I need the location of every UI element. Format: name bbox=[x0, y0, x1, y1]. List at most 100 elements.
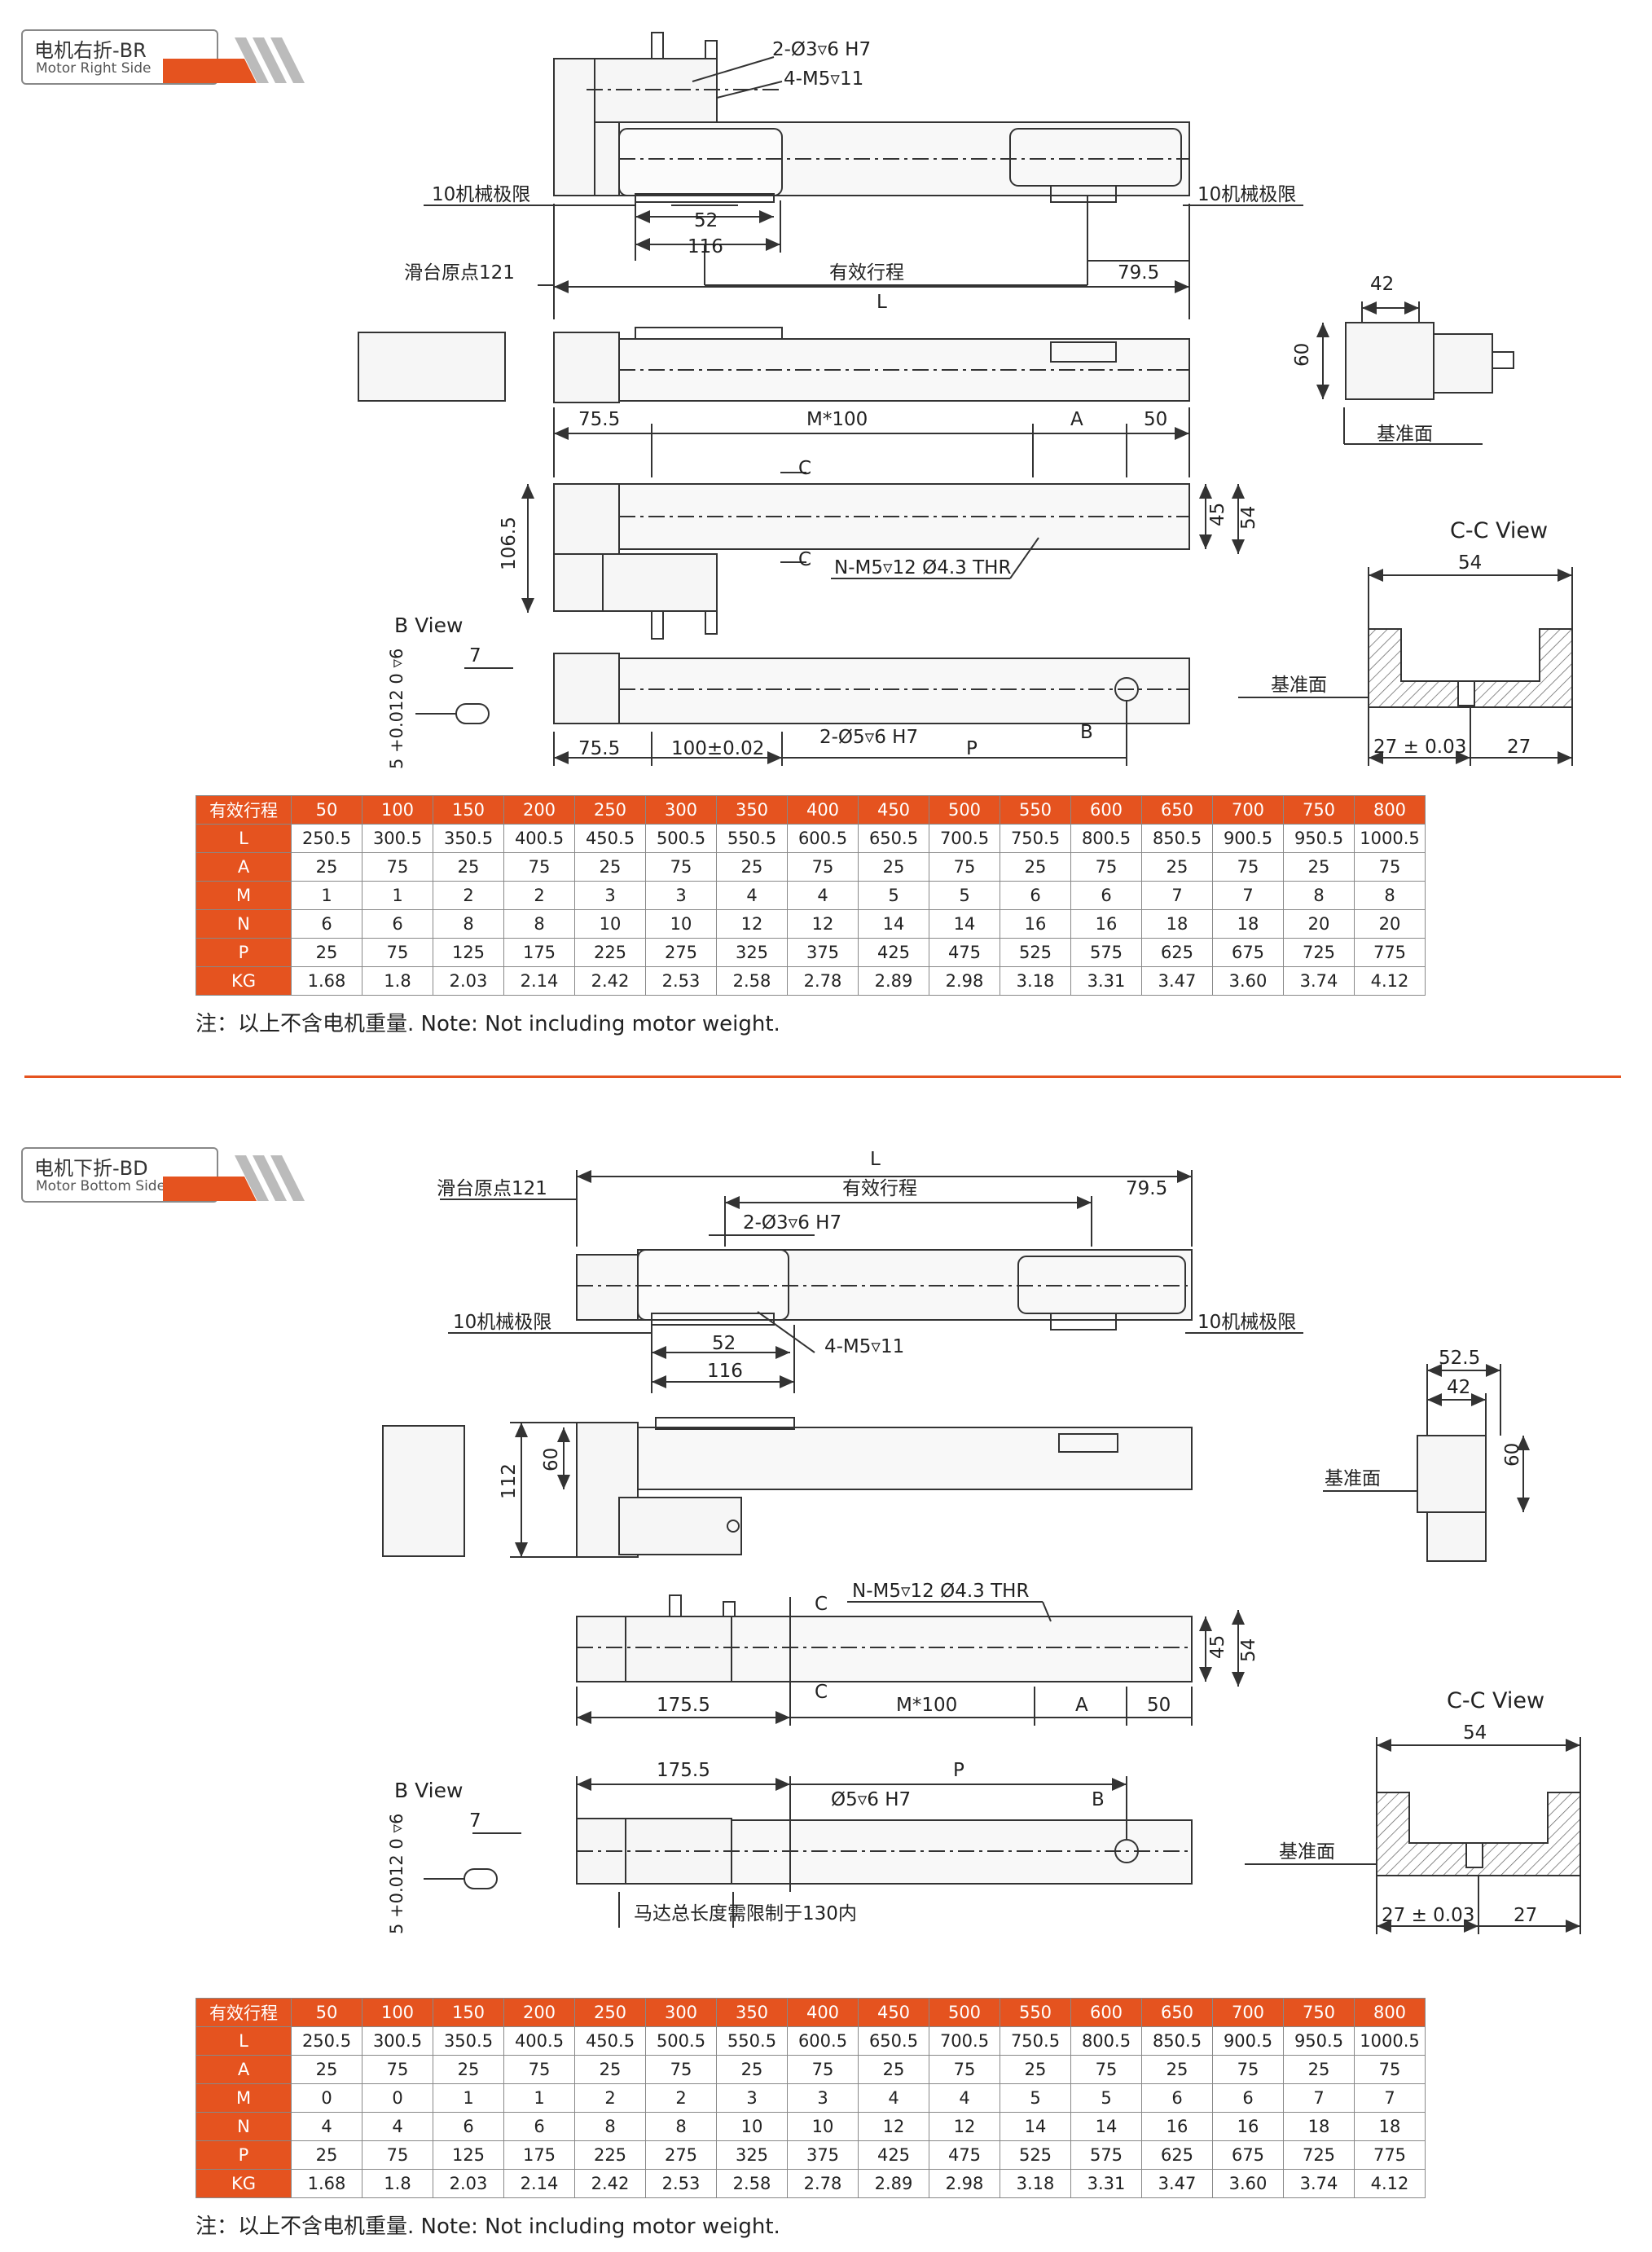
br-dim-limit-right: 10机械极限 bbox=[1197, 184, 1296, 205]
bd-dim-origin: 滑台原点121 bbox=[437, 1178, 547, 1199]
br-dim-limit-left: 10机械极限 bbox=[432, 184, 530, 205]
table-cell: 425 bbox=[858, 938, 929, 967]
table-cell: 25 bbox=[433, 2055, 504, 2084]
table-header-cell: 150 bbox=[433, 795, 504, 825]
table-header-cell: 100 bbox=[362, 1998, 433, 2027]
table-cell: 700.5 bbox=[929, 824, 1000, 853]
table-header-cell: 800 bbox=[1354, 795, 1426, 825]
table-row-label: L bbox=[196, 2026, 292, 2056]
table-cell: 275 bbox=[645, 938, 717, 967]
section-title-cn: 电机下折-BD bbox=[34, 1157, 148, 1180]
table-cell: 25 bbox=[858, 852, 929, 882]
table-cell: 125 bbox=[433, 2140, 504, 2170]
table-cell: 12 bbox=[716, 909, 788, 939]
table-cell: 75 bbox=[787, 852, 859, 882]
bd-dim-116: 116 bbox=[707, 1361, 743, 1382]
br-dim-45: 45 bbox=[1207, 503, 1228, 526]
table-cell: 75 bbox=[929, 852, 1000, 882]
table-cell: 14 bbox=[1000, 2112, 1071, 2141]
table-cell: 225 bbox=[574, 2140, 646, 2170]
bd-cc-view bbox=[1376, 1792, 1581, 1876]
table-cell: 3.60 bbox=[1212, 2169, 1284, 2198]
bd-dim-175-5: 175.5 bbox=[657, 1695, 710, 1716]
table-cell: 8 bbox=[645, 2112, 717, 2141]
table-cell: 2.14 bbox=[503, 2169, 575, 2198]
br-dim-42: 42 bbox=[1370, 274, 1394, 295]
br-dim-75-5b: 75.5 bbox=[578, 738, 620, 759]
table-cell: 550.5 bbox=[716, 824, 788, 853]
table-cell: 12 bbox=[858, 2112, 929, 2141]
br-dim-stroke: 有效行程 bbox=[829, 262, 904, 284]
table-cell: 1 bbox=[291, 881, 362, 910]
bd-dim-datum: 基准面 bbox=[1325, 1468, 1381, 1489]
table-cell: 75 bbox=[362, 2140, 433, 2170]
table-cell: 3.47 bbox=[1141, 2169, 1213, 2198]
table-cell: 0 bbox=[362, 2083, 433, 2113]
table-cell: 275 bbox=[645, 2140, 717, 2170]
table-cell: 475 bbox=[929, 938, 1000, 967]
table-cell: 75 bbox=[1070, 2055, 1142, 2084]
br-dim-hole-a: 2-Ø3▿6 H7 bbox=[772, 39, 871, 60]
table-cell: 1.68 bbox=[291, 966, 362, 996]
bd-dim-60r: 60 bbox=[1502, 1443, 1523, 1467]
br-dim-c-bot: C bbox=[798, 549, 811, 570]
table-cell: 2.58 bbox=[716, 2169, 788, 2198]
table-cell: 850.5 bbox=[1141, 2026, 1213, 2056]
bd-b-view-title: B View bbox=[394, 1779, 463, 1802]
table-cell: 3.31 bbox=[1070, 2169, 1142, 2198]
note-br: 注：以上不含电机重量. Note: Not including motor we… bbox=[196, 1012, 780, 1036]
bd-dim-7: 7 bbox=[469, 1810, 481, 1832]
table-cell: 2.14 bbox=[503, 966, 575, 996]
table-cell: 3.60 bbox=[1212, 966, 1284, 996]
table-cell: 16 bbox=[1070, 909, 1142, 939]
table-cell: 4.12 bbox=[1354, 966, 1426, 996]
bd-dim-hole-a: 2-Ø3▿6 H7 bbox=[743, 1212, 841, 1234]
bd-dim-hole-b: 4-M5▿11 bbox=[824, 1336, 904, 1357]
bd-motor-note: 马达总长度需限制于130内 bbox=[634, 1903, 857, 1924]
table-cell: 3 bbox=[645, 881, 717, 910]
table-cell: 2 bbox=[503, 881, 575, 910]
table-cell: 525 bbox=[1000, 2140, 1071, 2170]
table-cell: 75 bbox=[503, 2055, 575, 2084]
br-cc-54: 54 bbox=[1458, 552, 1482, 574]
table-cell: 5 bbox=[1000, 2083, 1071, 2113]
table-cell: 575 bbox=[1070, 938, 1142, 967]
table-cell: 2 bbox=[645, 2083, 717, 2113]
table-cell: 625 bbox=[1141, 2140, 1213, 2170]
table-cell: 20 bbox=[1354, 909, 1426, 939]
table-cell: 0 bbox=[291, 2083, 362, 2113]
table-cell: 1 bbox=[362, 881, 433, 910]
table-cell: 400.5 bbox=[503, 824, 575, 853]
table-header-cell: 250 bbox=[574, 1998, 646, 2027]
table-cell: 475 bbox=[929, 2140, 1000, 2170]
table-cell: 25 bbox=[1283, 2055, 1355, 2084]
bd-dim-79-5: 79.5 bbox=[1126, 1178, 1167, 1199]
table-cell: 5 bbox=[858, 881, 929, 910]
table-cell: 25 bbox=[716, 852, 788, 882]
table-cell: 10 bbox=[787, 2112, 859, 2141]
table-cell: 75 bbox=[1070, 852, 1142, 882]
bd-dim-thread: N-M5▿12 Ø4.3 THR bbox=[852, 1581, 1029, 1602]
table-header-cell: 700 bbox=[1212, 1998, 1284, 2027]
table-cell: 2.78 bbox=[787, 2169, 859, 2198]
table-cell: 6 bbox=[291, 909, 362, 939]
table-cell: 75 bbox=[929, 2055, 1000, 2084]
table-cell: 2.98 bbox=[929, 966, 1000, 996]
bd-dim-stroke: 有效行程 bbox=[842, 1178, 917, 1199]
table-cell: 2.42 bbox=[574, 2169, 646, 2198]
bd-dim-P: P bbox=[953, 1760, 964, 1781]
table-cell: 3.74 bbox=[1283, 2169, 1355, 2198]
table-cell: 8 bbox=[1283, 881, 1355, 910]
bd-dim-A: A bbox=[1075, 1695, 1088, 1716]
bd-cc-view-title: C-C View bbox=[1447, 1688, 1544, 1713]
bd-dim-60: 60 bbox=[541, 1448, 562, 1471]
table-cell: 25 bbox=[433, 852, 504, 882]
table-cell: 6 bbox=[503, 2112, 575, 2141]
bd-dim-B: B bbox=[1092, 1789, 1105, 1810]
table-cell: 3 bbox=[574, 881, 646, 910]
br-dim-54: 54 bbox=[1238, 506, 1259, 530]
